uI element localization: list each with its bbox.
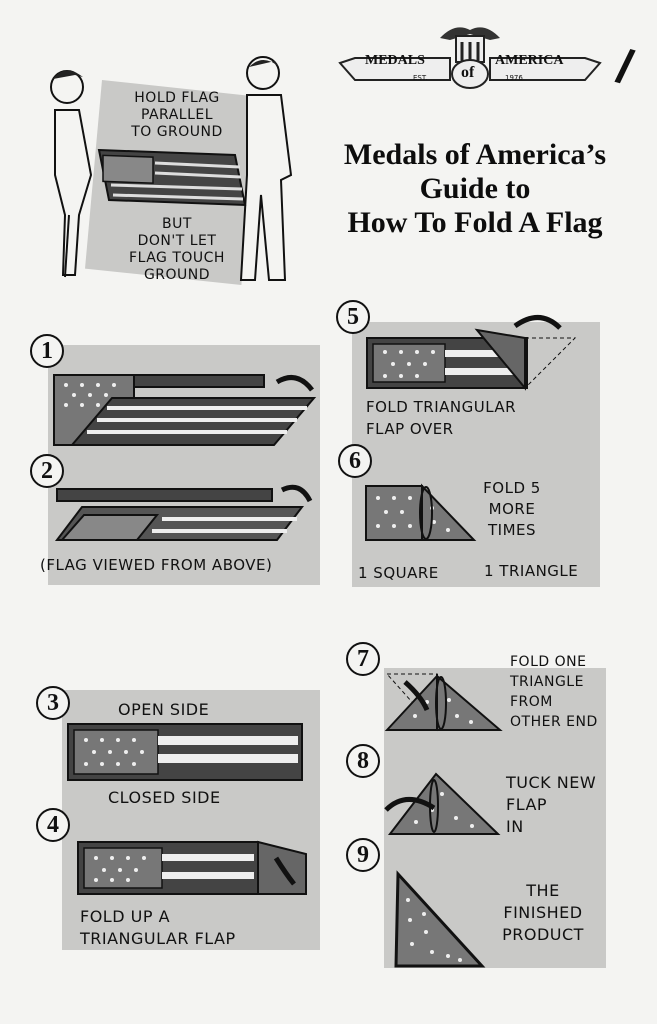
- step-8-caption: TUCK NEW FLAP IN: [506, 772, 596, 838]
- intro-caption-top: HOLD FLAG PARALLEL TO GROUND: [122, 90, 232, 141]
- step-3-number: 3: [36, 686, 70, 720]
- step-8-caption-line: IN: [506, 817, 524, 836]
- step-4-flag-illustration: [77, 840, 307, 895]
- step-5-caption-line: FLAP OVER: [366, 420, 454, 438]
- intro-caption-bottom: BUT DON'T LET FLAG TOUCH GROUND: [112, 216, 242, 284]
- step-7-flag-illustration: [384, 673, 503, 732]
- logo-est-label: EST.: [413, 74, 428, 82]
- logo: MEDALS AMERICA of EST. 1976: [335, 18, 605, 93]
- step-7-number: 7: [346, 642, 380, 676]
- step-6-caption-line: FOLD 5: [483, 479, 541, 497]
- step-6-caption: FOLD 5 MORE TIMES: [462, 478, 562, 541]
- step-5-flag-illustration: [366, 315, 577, 391]
- step-9-caption-line: THE: [526, 881, 560, 900]
- eagle-shield-icon: [338, 27, 602, 89]
- step-9-number: 9: [346, 838, 380, 872]
- intro-caption-top-line: HOLD FLAG: [134, 90, 220, 106]
- title-line-1: Medals of America’s: [343, 138, 607, 171]
- step-1-number: 1: [30, 334, 64, 368]
- intro-caption-bottom-line: BUT: [162, 216, 192, 232]
- step-6-caption-line: MORE: [488, 500, 536, 518]
- step-7-caption-line: FROM: [510, 694, 553, 710]
- logo-est-year: 1976: [505, 74, 523, 82]
- step-2-number: 2: [30, 454, 64, 488]
- step-5-number: 5: [336, 300, 370, 334]
- step-6-caption-line: TIMES: [487, 521, 537, 539]
- intro-caption-bottom-line: DON'T LET: [137, 233, 217, 249]
- step-1-flag-illustration: [53, 374, 317, 446]
- step-4-caption: FOLD UP A TRIANGULAR FLAP: [80, 906, 236, 950]
- step-4-caption-line: FOLD UP A: [80, 907, 171, 926]
- title-line-3: How To Fold A Flag: [347, 206, 603, 239]
- step-8-flag-illustration: [384, 772, 501, 835]
- step-6-square-label: 1 SQUARE: [358, 564, 439, 582]
- people-holding-flag-illustration: [50, 56, 293, 281]
- intro-caption-top-line: TO GROUND: [131, 124, 223, 140]
- step-8-number: 8: [346, 744, 380, 778]
- step-4-number: 4: [36, 808, 70, 842]
- step-8-caption-line: TUCK NEW: [506, 773, 597, 792]
- step-9-caption: THE FINISHED PRODUCT: [488, 880, 598, 946]
- step-9-folded-flag-illustration: [394, 870, 486, 968]
- step-5-caption: FOLD TRIANGULAR FLAP OVER: [366, 396, 516, 440]
- intro-caption-bottom-line: FLAG TOUCH: [129, 250, 225, 266]
- step-7-caption-line: FOLD ONE: [510, 654, 587, 670]
- title-line-2: Guide to: [419, 172, 531, 205]
- step-6-triangle-label: 1 TRIANGLE: [484, 562, 579, 580]
- step-3-bottom-label: CLOSED SIDE: [108, 788, 221, 807]
- intro-caption-bottom-line: GROUND: [143, 267, 211, 283]
- intro-caption-top-line: PARALLEL: [140, 107, 214, 123]
- step-9-caption-line: FINISHED: [503, 903, 583, 922]
- logo-center-text: of: [461, 64, 475, 81]
- step-7-caption-line: TRIANGLE: [510, 674, 584, 690]
- step-6-flag-illustration: [365, 483, 477, 541]
- step-3-top-label: OPEN SIDE: [118, 700, 210, 719]
- logo-right-text: AMERICA: [495, 53, 564, 68]
- step-6-number: 6: [338, 444, 372, 478]
- step-2-caption: (FLAG VIEWED FROM ABOVE): [40, 556, 273, 574]
- step-2-flag-illustration: [54, 484, 313, 541]
- step-9-caption-line: PRODUCT: [502, 925, 584, 944]
- step-7-caption: FOLD ONE TRIANGLE FROM OTHER END: [510, 652, 598, 732]
- step-7-caption-line: OTHER END: [510, 714, 598, 730]
- step-5-caption-line: FOLD TRIANGULAR: [366, 398, 517, 416]
- step-8-caption-line: FLAP: [506, 795, 548, 814]
- page-mark: /: [611, 40, 638, 95]
- logo-left-text: MEDALS: [365, 53, 425, 68]
- step-3-flag-illustration: [67, 723, 303, 781]
- step-4-caption-line: TRIANGULAR FLAP: [80, 929, 236, 948]
- page-title: Medals of America’s Guide to How To Fold…: [315, 138, 635, 240]
